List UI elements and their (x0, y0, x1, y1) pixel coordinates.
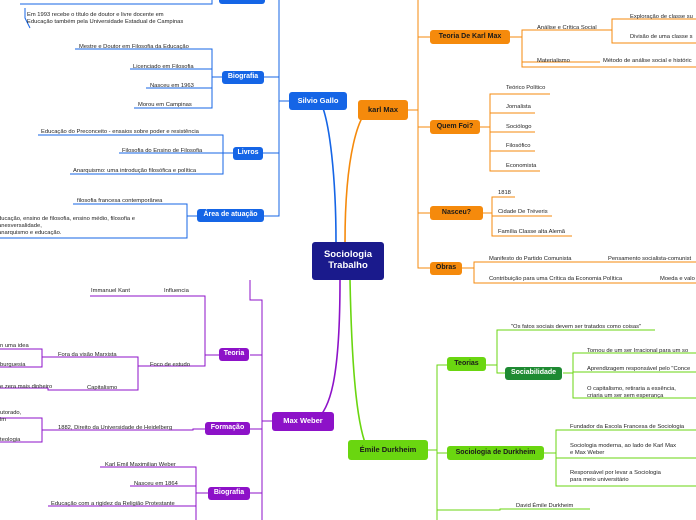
subtopic-durkheim-sociologia[interactable]: Sociologia de Durkheim (447, 446, 544, 460)
leaf-karl-moeda[interactable]: Moeda e valo (660, 276, 695, 282)
leaf-weber-bio-3[interactable]: Educação com a rigidez da Religião Prote… (51, 501, 175, 507)
subtopic-silvio-top[interactable] (219, 0, 265, 4)
leaf-weber-heidelberg[interactable]: 1882, Direito da Universidade de Heidelb… (58, 425, 173, 431)
leaf-karl-nasceu-1[interactable]: 1818 (498, 190, 511, 196)
subtopic-weber-biografia[interactable]: Biografia (208, 487, 250, 500)
leaf-weber-bio-1[interactable]: Karl Emil Maximilian Weber (105, 462, 176, 468)
leaf-silvio-livro-2[interactable]: Filosofia do Ensino de Filosofia (122, 148, 203, 154)
connector-central-weber (314, 279, 341, 422)
leaf-silvio-bio-3[interactable]: Nasceu em 1963 (150, 83, 194, 89)
subtopic-karl-quem-foi[interactable]: Quem Foi? (430, 120, 480, 134)
subtopic-durkheim-sociabilidade[interactable]: Sociabilidade (505, 367, 562, 380)
leaf-karl-manifesto[interactable]: Manifesto do Partido Comunista (489, 256, 572, 262)
subtopic-silvio-livros[interactable]: Livros (233, 147, 263, 160)
leaf-karl-contribuicao[interactable]: Contribuição para uma Crítica da Economi… (489, 276, 623, 282)
leaf-durkheim-soc-2[interactable]: Aprendizagem responsável pelo "Conce (587, 366, 691, 372)
topic-silvio-gallo[interactable]: Silvio Gallo (289, 92, 347, 110)
leaf-silvio-bio-2[interactable]: Licenciado em Filosofia (133, 64, 194, 70)
connector-central-durkheim (349, 279, 369, 451)
subtopic-weber-formacao[interactable]: Formação (205, 422, 250, 435)
leaf-karl-pensamento[interactable]: Pensamento socialista-comunist (608, 256, 692, 262)
leaf-silvio-bio-1[interactable]: Mestre e Doutor em Filosofia da Educação (79, 44, 189, 50)
leaf-silvio-bio-4[interactable]: Morou em Campinas (138, 102, 192, 108)
leaf-silvio-area-2[interactable]: ducação, ensino de filosofia, ensino méd… (0, 216, 135, 237)
subtopic-silvio-biografia[interactable]: Biografia (222, 71, 264, 84)
leaf-karl-divisao[interactable]: Divisão de uma classe s (630, 34, 693, 40)
leaf-weber-doutorado[interactable]: utorado, im (0, 410, 22, 424)
leaf-karl-materialismo[interactable]: Materialismo (537, 58, 570, 64)
topic-emile-durkheim[interactable]: Émile Durkheim (348, 440, 428, 460)
leaf-weber-capitalismo[interactable]: Capitalismo (87, 385, 118, 391)
leaf-weber-ideia[interactable]: n uma idea (0, 343, 29, 349)
leaf-karl-quem-5[interactable]: Economista (506, 163, 537, 169)
leaf-durkheim-sl-2[interactable]: Sociologia moderna, ao lado de Karl Max … (570, 443, 677, 457)
leaf-silvio-livro-1[interactable]: Educação do Preconceito - ensaios sobre … (41, 129, 199, 135)
leaf-karl-nasceu-2[interactable]: Cidade De Tréveris (498, 209, 548, 215)
leaf-weber-marxista[interactable]: Fora da visão Marxista (58, 352, 117, 358)
topic-karl-max[interactable]: karl Max (358, 100, 408, 120)
leaf-weber-dinheiro[interactable]: e zera mais dinheiro (0, 384, 53, 390)
leaf-durkheim-name[interactable]: David Émile Durkheim (516, 503, 574, 509)
topic-max-weber[interactable]: Max Weber (272, 412, 334, 431)
leaf-karl-exploracao[interactable]: Exploração de classe su (630, 14, 693, 20)
leaf-karl-metodo[interactable]: Método de análise social e históric (603, 58, 692, 64)
leaf-silvio-area-1[interactable]: filosofia francesa contemporânea (77, 198, 163, 204)
leaf-durkheim-soc-1[interactable]: Tornou de um ser Irracional para um so (587, 348, 689, 354)
leaf-durkheim-quote[interactable]: "Os fatos sociais devem ser tratados com… (511, 324, 642, 330)
leaf-durkheim-sl-1[interactable]: Fundador da Escola Francesa de Sociologi… (570, 424, 685, 430)
leaf-durkheim-sl-3[interactable]: Responsável por levar a Sociologia para … (570, 470, 661, 484)
leaf-silvio-livro-3[interactable]: Anarquismo: uma introdução filosófica e … (73, 168, 197, 174)
leaf-weber-foco[interactable]: Foco de estudo (150, 362, 190, 368)
subtopic-weber-teoria[interactable]: Teoria (219, 348, 249, 361)
leaf-karl-quem-3[interactable]: Sociólogo (506, 124, 532, 130)
leaf-silvio-doutor[interactable]: Em 1993 recebe o título de doutor e livr… (27, 12, 184, 26)
subtopic-karl-teoria[interactable]: Teoria De Karl Max (430, 30, 510, 44)
leaf-weber-kant[interactable]: Immanuel Kant (91, 288, 130, 294)
leaf-durkheim-soc-3[interactable]: O capitalismo, retiraria a essência, cri… (587, 386, 676, 400)
leaf-weber-burguesia[interactable]: burguesia (0, 362, 26, 368)
connector-central-silvio (319, 100, 337, 243)
leaf-karl-nasceu-3[interactable]: Família Classe alta Alemã (498, 229, 566, 235)
leaf-karl-quem-2[interactable]: Jornalista (506, 104, 531, 110)
subtopic-silvio-area[interactable]: Área de atuação (197, 209, 264, 222)
subtopic-karl-nasceu[interactable]: Nasceu? (430, 206, 483, 220)
leaf-weber-influencia[interactable]: Influencia (164, 288, 189, 294)
connector-central-karl (344, 109, 369, 243)
subtopic-durkheim-teorias[interactable]: Teorias (447, 357, 486, 371)
leaf-karl-quem-1[interactable]: Teórico Político (506, 85, 546, 91)
central-topic[interactable]: Sociologia Trabalho (312, 242, 384, 280)
leaf-weber-teologia[interactable]: teologia (0, 437, 21, 443)
leaf-weber-bio-2[interactable]: Nasceu em 1864 (134, 481, 178, 487)
subtopic-karl-obras[interactable]: Obras (430, 262, 462, 275)
leaf-karl-analise[interactable]: Análise e Crítica Social (537, 25, 597, 31)
leaf-karl-quem-4[interactable]: Filosófico (506, 143, 531, 149)
